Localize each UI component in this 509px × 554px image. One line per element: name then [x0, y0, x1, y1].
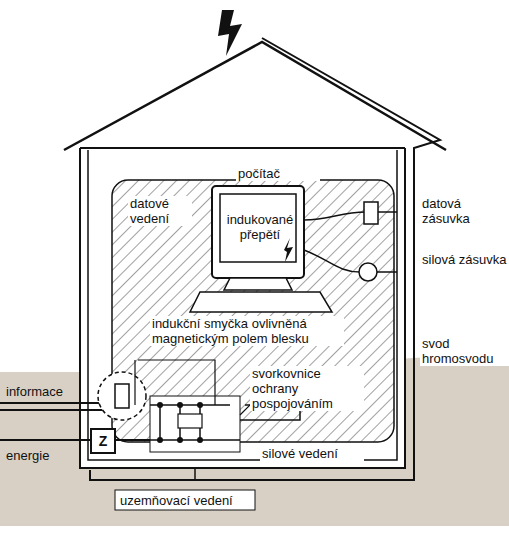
- earth-lead: [194, 468, 196, 480]
- data-socket-label: datová zásuvka: [420, 196, 509, 226]
- conductor-label: svod hromosvodu: [420, 336, 509, 366]
- lightning-bolt: [218, 10, 242, 56]
- computer-label: počítač: [236, 166, 320, 181]
- data-socket: [364, 202, 378, 224]
- surge-protector: [115, 384, 129, 408]
- data-cable: [304, 212, 366, 220]
- power-socket-label: silová zásuvka: [420, 252, 509, 267]
- energy-label: energie: [4, 448, 88, 463]
- roof: [64, 42, 446, 150]
- energy-cable: [0, 439, 150, 441]
- power-cable: [304, 250, 360, 272]
- impedance-box: Z: [90, 428, 116, 454]
- lightning-conductor: [90, 38, 440, 480]
- bonding-wires: [150, 405, 240, 440]
- earthing-label: uzemňovací vedení: [118, 493, 257, 508]
- socket-leads: [377, 212, 397, 272]
- terminal-dots: [157, 402, 203, 443]
- computer-base: [190, 292, 332, 312]
- overvoltage-bolt: [284, 238, 293, 262]
- terminal-area: [150, 396, 240, 452]
- information-label: informace: [4, 384, 88, 399]
- ceiling: [80, 147, 405, 149]
- power-socket: [359, 263, 377, 281]
- induction-loop-label: indukční smyčka ovlivněná magnetickým po…: [150, 316, 344, 346]
- monitor-stand: [224, 278, 292, 290]
- surge-protector-circle: [98, 372, 146, 420]
- overvoltage-label: indukované přepětí: [222, 212, 298, 242]
- house-wall-inner: [88, 150, 397, 460]
- box-text: Z: [99, 433, 108, 449]
- arrester: [178, 414, 202, 428]
- house-wall: [80, 148, 405, 468]
- bonding-terminal-label: svorkovnice ochrany pospojováním: [250, 366, 364, 411]
- power-line-label: silové vedení: [260, 446, 364, 461]
- monitor: [212, 186, 304, 278]
- data-line-label: datové vedení: [128, 196, 192, 226]
